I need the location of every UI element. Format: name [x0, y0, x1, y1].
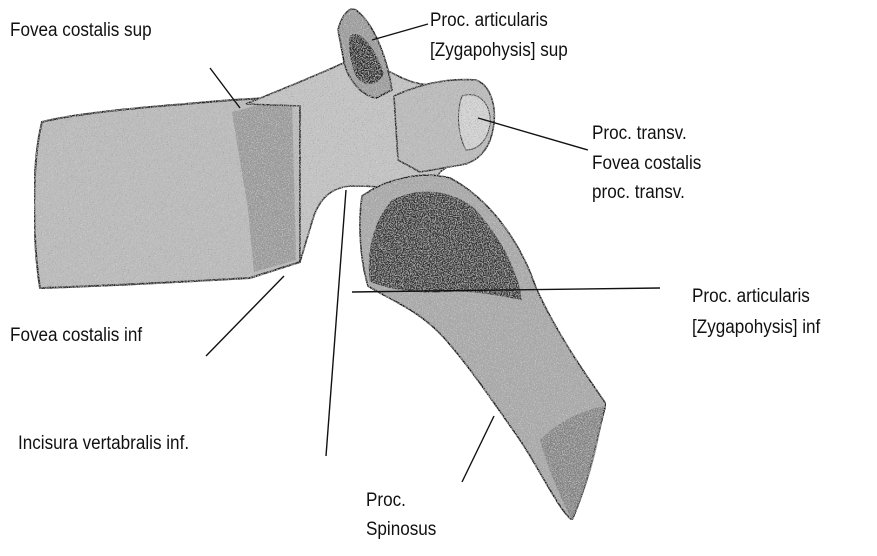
- leader-incisura: [326, 190, 346, 456]
- label-proc-articularis-sup-2: [Zygapohysis] sup: [430, 39, 568, 63]
- label-proc-articularis-inf-2: [Zygapohysis] inf: [692, 316, 820, 340]
- label-proc-transv-1: Proc. transv.: [592, 122, 687, 146]
- label-proc-spinosus-2: Spinosus: [366, 518, 436, 542]
- label-proc-articularis-inf-1: Proc. articularis: [692, 285, 810, 309]
- leader-articularis-sup: [372, 24, 428, 40]
- label-proc-transv-3: proc. transv.: [592, 181, 685, 205]
- label-fovea-costalis-inf: Fovea costalis inf: [10, 324, 142, 348]
- label-proc-transv-2: Fovea costalis: [592, 152, 701, 176]
- label-incisura-vertabralis-inf: Incisura vertabralis inf.: [18, 432, 189, 456]
- leader-transv: [478, 118, 588, 150]
- spinous-dark-region: [369, 192, 522, 300]
- label-fovea-costalis-sup: Fovea costalis sup: [10, 19, 152, 43]
- label-proc-spinosus-1: Proc.: [366, 489, 406, 513]
- leader-spinosus: [462, 416, 494, 482]
- label-proc-articularis-sup-1: Proc. articularis: [430, 9, 548, 33]
- leader-fovea-inf: [206, 276, 284, 356]
